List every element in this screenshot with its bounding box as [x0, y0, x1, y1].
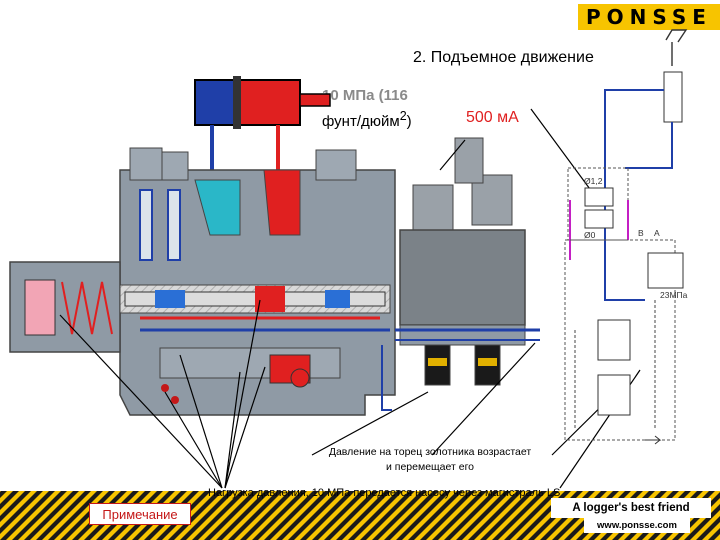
- current-label: 500 мА: [466, 109, 519, 126]
- load-pressure-note: Нагрузка давления, 10 МПа передается нас…: [208, 487, 561, 499]
- pressure-unit-text: фунт/дюйм: [322, 113, 400, 130]
- slogan: A logger's best friend: [551, 498, 711, 518]
- pressure-label: 10 МПа (116 фунт/дюйм2): [322, 86, 412, 132]
- page-title: 2. Подъемное движение: [413, 49, 594, 66]
- website-url[interactable]: www.ponsse.com: [584, 517, 690, 533]
- schematic-label-1-2: Ø1,2: [584, 176, 603, 186]
- pressure-unit: фунт/дюйм2): [322, 106, 412, 132]
- solenoid-block: [399, 137, 526, 386]
- schematic-label-0: Ø0: [584, 230, 596, 240]
- pressure-value: 10 МПа (116: [322, 87, 408, 104]
- pressure-unit-sup: 2: [399, 109, 407, 123]
- hydraulic-cylinder: [194, 76, 331, 129]
- logo-text: PONSSE: [586, 5, 712, 29]
- hydraulic-schematic: Ø1,2 Ø0 B A 23МПа: [564, 29, 688, 445]
- schematic-label-a: A: [654, 228, 660, 238]
- schematic-label-23: 23МПа: [660, 290, 688, 300]
- note-button[interactable]: Примечание: [89, 503, 191, 525]
- pressure-unit-close: ): [406, 113, 412, 130]
- schematic-label-b: B: [638, 228, 644, 238]
- ponsse-logo: PONSSE: [578, 4, 720, 30]
- spool-note-line1: Давление на торец золотника возрастает: [328, 446, 532, 458]
- spool-pressure-note: Давление на торец золотника возрастает и…: [310, 445, 550, 475]
- leader-lines: [59, 108, 641, 489]
- spool-note-line2: и перемещает его: [385, 461, 475, 473]
- valve-body: [9, 147, 396, 416]
